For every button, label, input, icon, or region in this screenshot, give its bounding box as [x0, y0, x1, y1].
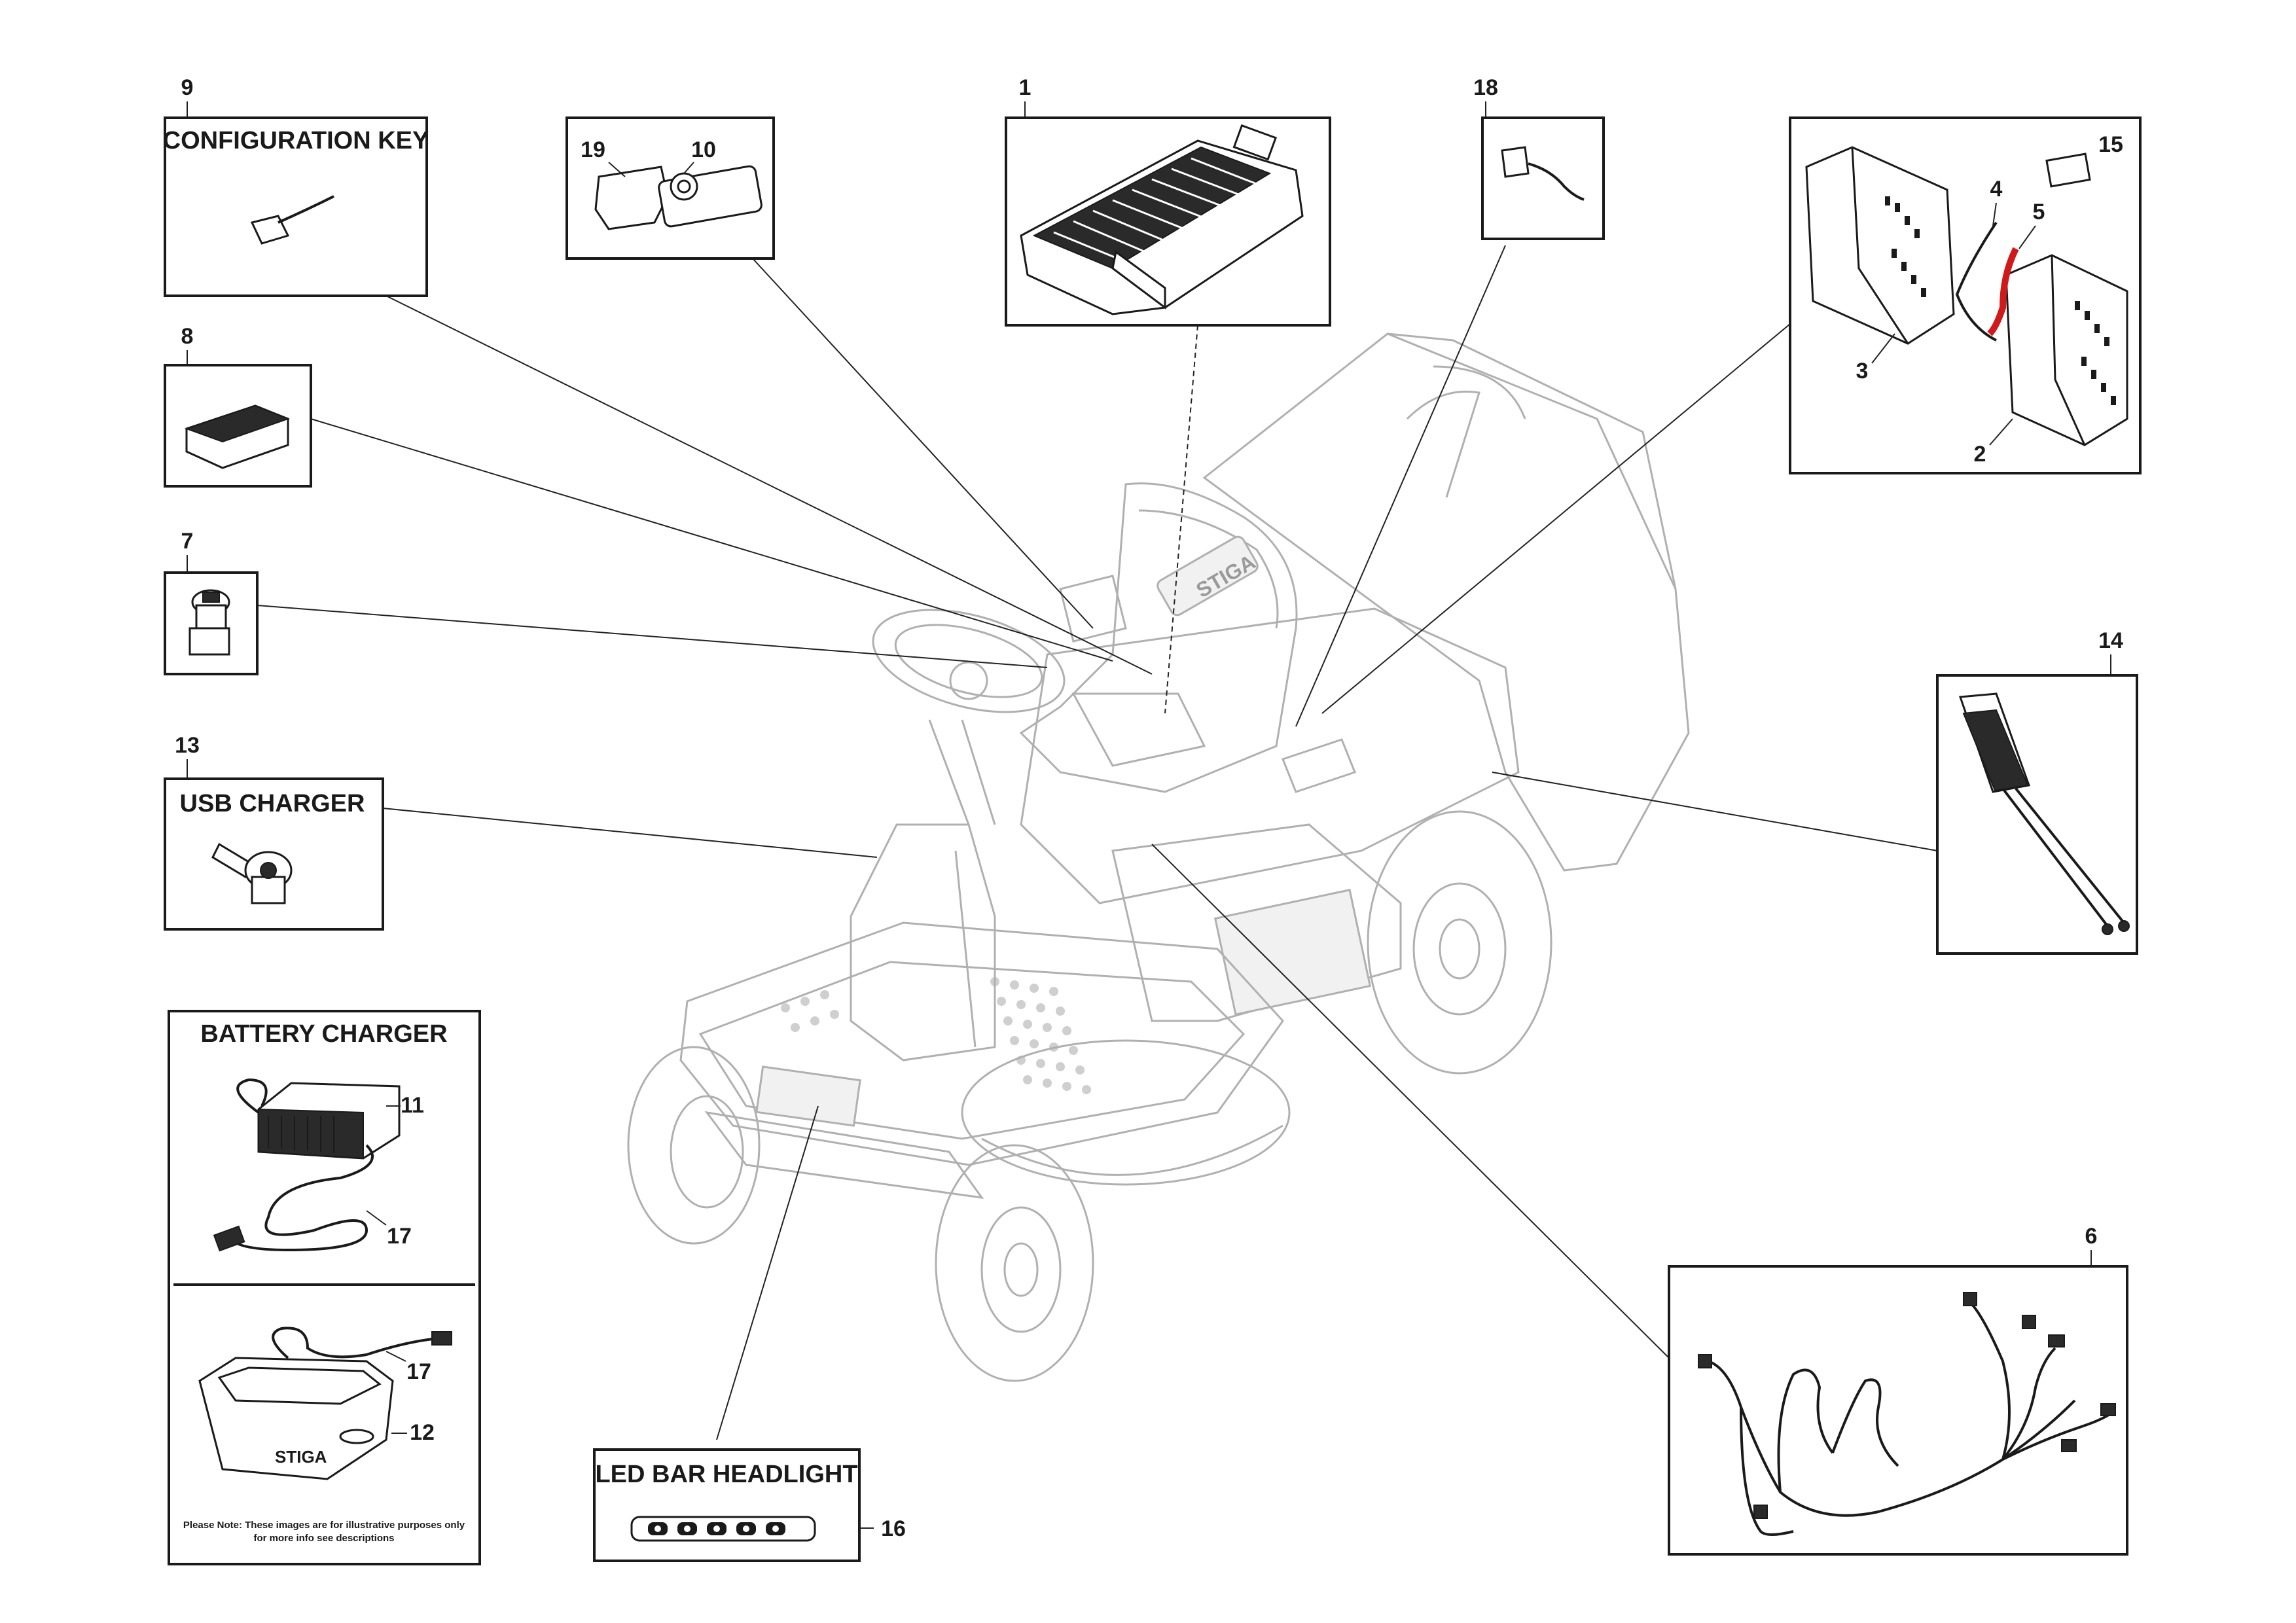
part-box-battery[interactable]: 1: [1005, 75, 1331, 327]
part-box-led-bar-headlight[interactable]: LED BAR HEADLIGHT 16: [593, 1448, 906, 1562]
sensor-switch-icon: [1501, 146, 1585, 201]
callout-1: 1: [1019, 75, 1031, 100]
led-bar-icon: [630, 1516, 816, 1542]
note-line-2: for more info see descriptions: [253, 1533, 394, 1544]
callout-9: 9: [181, 75, 194, 100]
usb-charger-title: USB CHARGER: [180, 790, 365, 817]
callout-17-bottom: 17: [406, 1359, 431, 1384]
part-box-configuration-key[interactable]: 9 CONFIGURATION KEY: [163, 75, 429, 297]
sensor-bar-icon: [1958, 692, 2130, 935]
note-line-1: Please Note: These images are for illust…: [183, 1520, 465, 1531]
connector-15-icon: [2045, 152, 2091, 188]
charger-logo: STIGA: [275, 1447, 327, 1467]
callout-8: 8: [181, 324, 194, 349]
callout-12: 12: [410, 1420, 435, 1445]
callout-13: 13: [175, 733, 200, 758]
configuration-key-title: CONFIGURATION KEY: [163, 127, 429, 154]
part-box-module-8[interactable]: 8: [164, 324, 312, 488]
callout-17-top: 17: [387, 1224, 412, 1249]
configuration-key-icon: [250, 195, 334, 245]
callout-6: 6: [2085, 1224, 2098, 1249]
part-box-sensor-18[interactable]: 18: [1473, 75, 1605, 240]
part-box-control-module[interactable]: 19 10: [565, 116, 775, 260]
callout-14: 14: [2098, 628, 2123, 653]
ignition-key-icon: [188, 589, 230, 656]
part-box-wiring-harness[interactable]: 6: [1668, 1224, 2128, 1556]
battery-pack-icon: [1020, 124, 1304, 315]
callout-11: 11: [401, 1093, 424, 1118]
charging-station-icon: STIGA: [198, 1327, 452, 1480]
callout-7: 7: [181, 529, 194, 554]
part-box-battery-charger[interactable]: BATTERY CHARGER 11 17 STIGA: [168, 1010, 481, 1565]
battery-charger-icon: [236, 1078, 401, 1236]
part-box-ignition-7[interactable]: 7: [164, 529, 259, 675]
control-module-icon: [594, 165, 762, 230]
part-box-battery-modules[interactable]: 15 4 5 3 2: [1789, 116, 2142, 474]
callout-10: 10: [691, 137, 716, 162]
callout-19: 19: [581, 137, 605, 162]
ride-on-mower-illustration: STIGA: [627, 332, 1690, 1382]
part-box-usb-charger[interactable]: 13 USB CHARGER: [164, 733, 384, 931]
callout-4: 4: [1990, 177, 2003, 202]
callout-5: 5: [2033, 200, 2045, 224]
usb-socket-icon: [211, 842, 293, 904]
callout-16: 16: [881, 1516, 906, 1541]
led-bar-headlight-title: LED BAR HEADLIGHT: [595, 1461, 857, 1488]
cable-5-icon: [1987, 247, 2019, 336]
battery-module-3-icon: [1805, 146, 1955, 345]
callout-3: 3: [1856, 359, 1869, 383]
cable-4-icon: [1955, 221, 1998, 342]
callout-2: 2: [1974, 442, 1986, 467]
leader-lines: [257, 245, 1938, 1440]
callout-15: 15: [2098, 132, 2123, 157]
part-box-sensor-14[interactable]: 14: [1936, 628, 2138, 955]
battery-module-2-icon: [2005, 254, 2128, 446]
battery-charger-title: BATTERY CHARGER: [200, 1020, 447, 1048]
wiring-harness-icon: [1698, 1292, 2116, 1536]
power-cord-icon: [213, 1219, 368, 1252]
control-box-icon: [184, 404, 290, 469]
callout-18: 18: [1473, 75, 1498, 100]
